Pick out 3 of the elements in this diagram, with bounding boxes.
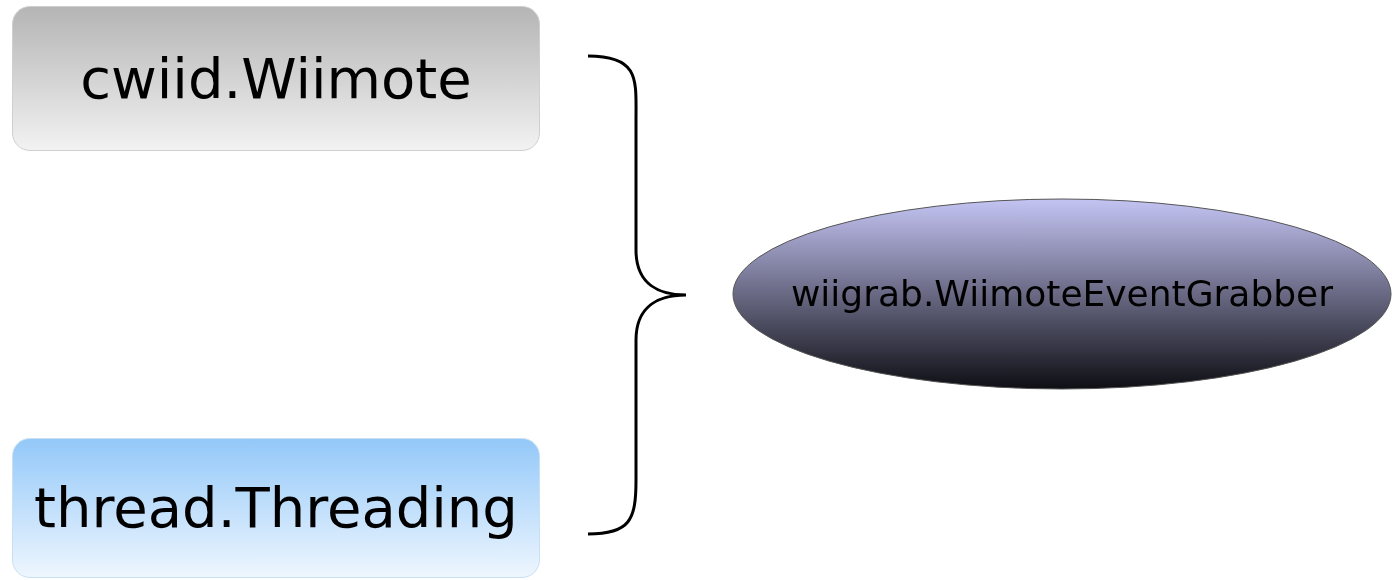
node-label: thread.Threading	[34, 474, 518, 542]
node-label: wiigrab.WiimoteEventGrabber	[790, 272, 1334, 316]
node-label: cwiid.Wiimote	[80, 44, 472, 113]
